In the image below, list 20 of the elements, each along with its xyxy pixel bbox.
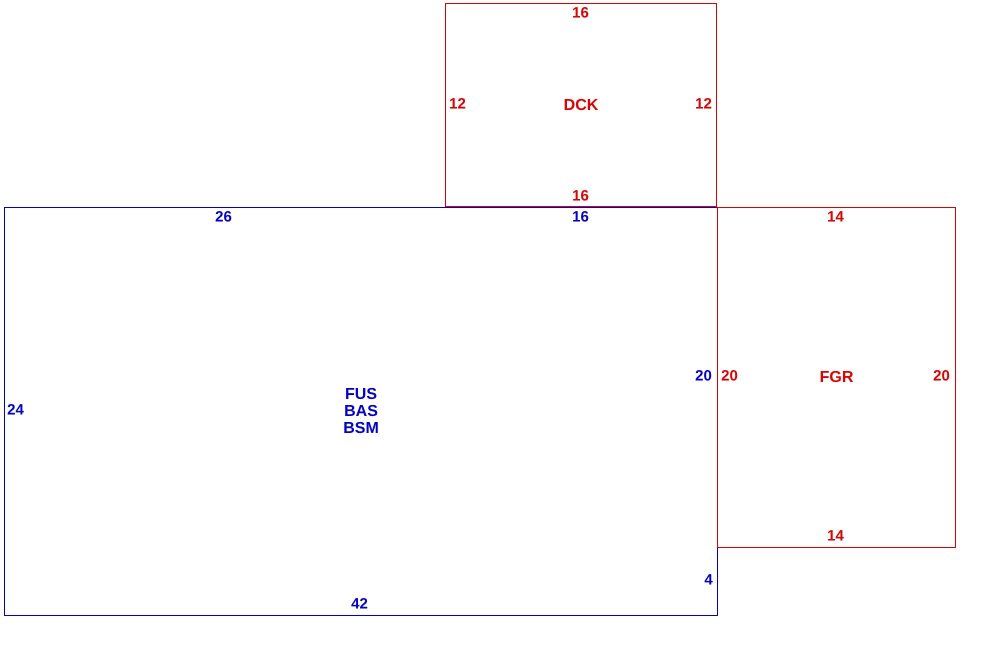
- room-outline: [445, 3, 717, 207]
- room-outline: [4, 207, 718, 616]
- dimension-label: 14: [827, 208, 844, 225]
- room-outline: [717, 207, 956, 548]
- dimension-label: 4: [704, 571, 713, 588]
- dimension-label: 42: [351, 595, 368, 612]
- dimension-label: 12: [695, 95, 712, 112]
- dimension-label: 16: [572, 4, 589, 21]
- dimension-label: 20: [695, 367, 712, 384]
- room-label: FGR: [818, 369, 854, 386]
- dimension-label: 20: [721, 367, 738, 384]
- dimension-label: 20: [933, 367, 950, 384]
- dimension-label: 16: [572, 208, 589, 225]
- room-label: FUS BAS BSM: [342, 386, 380, 437]
- dimension-label: 14: [827, 527, 844, 544]
- dimension-label: 26: [215, 208, 232, 225]
- dimension-label: 16: [572, 187, 589, 204]
- room-label: DCK: [562, 96, 600, 114]
- dimension-label: 12: [449, 95, 466, 112]
- dimension-label: 24: [7, 401, 24, 418]
